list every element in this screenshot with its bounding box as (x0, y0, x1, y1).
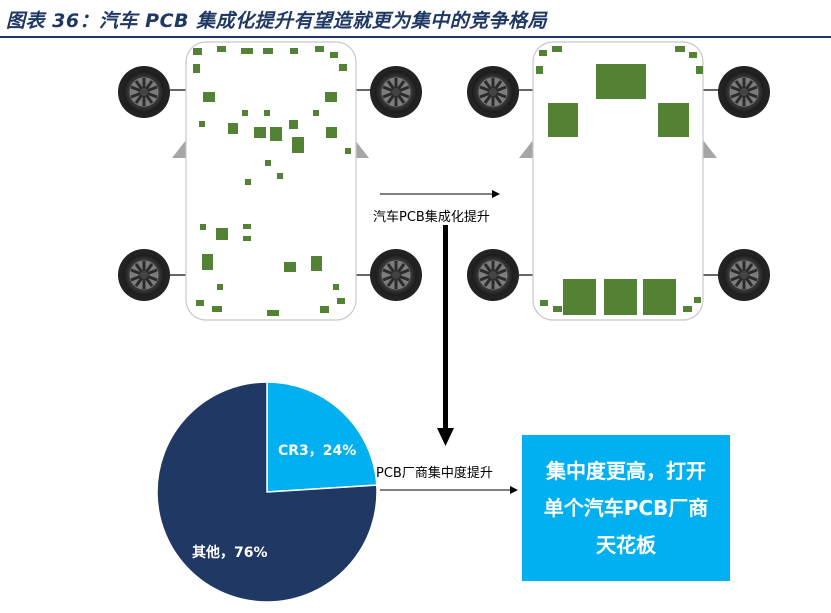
wheel-icon (368, 64, 424, 120)
pie-label-others: 其他，76% (192, 545, 268, 561)
callout-line-3: 天花板 (596, 532, 656, 557)
figure-title: 图表 36：汽车 PCB 集成化提升有望造就更为集中的竞争格局 (6, 10, 548, 32)
title-underline (0, 36, 831, 38)
market-share-pie (156, 381, 378, 603)
callout-box: 集中度更高，打开 单个汽车PCB厂商 天花板 (522, 435, 730, 581)
callout-line-1: 集中度更高，打开 (546, 458, 706, 483)
wheel-icon (716, 64, 772, 120)
callout-line-2: 单个汽车PCB厂商 (543, 495, 709, 520)
integration-arrow (380, 190, 500, 198)
pie-label-cr3: CR3，24% (278, 443, 357, 459)
integration-label: 汽车PCB集成化提升 (373, 206, 490, 225)
wheel-icon (465, 247, 521, 303)
pie-slice-1 (156, 381, 378, 603)
wheel-icon (368, 247, 424, 303)
wheel-icon (465, 64, 521, 120)
pie-slice-0 (266, 381, 378, 493)
concentration-label: PCB厂商集中度提升 (376, 462, 493, 481)
wheel-icon (116, 64, 172, 120)
concentration-arrow (380, 486, 518, 494)
scattered-pcb-boards (193, 46, 351, 316)
wheel-icon (716, 247, 772, 303)
car-right (465, 41, 772, 321)
wheel-icon (116, 247, 172, 303)
integrated-pcb-boards (536, 46, 703, 315)
downward-arrow (437, 225, 454, 446)
car-left (116, 41, 424, 321)
